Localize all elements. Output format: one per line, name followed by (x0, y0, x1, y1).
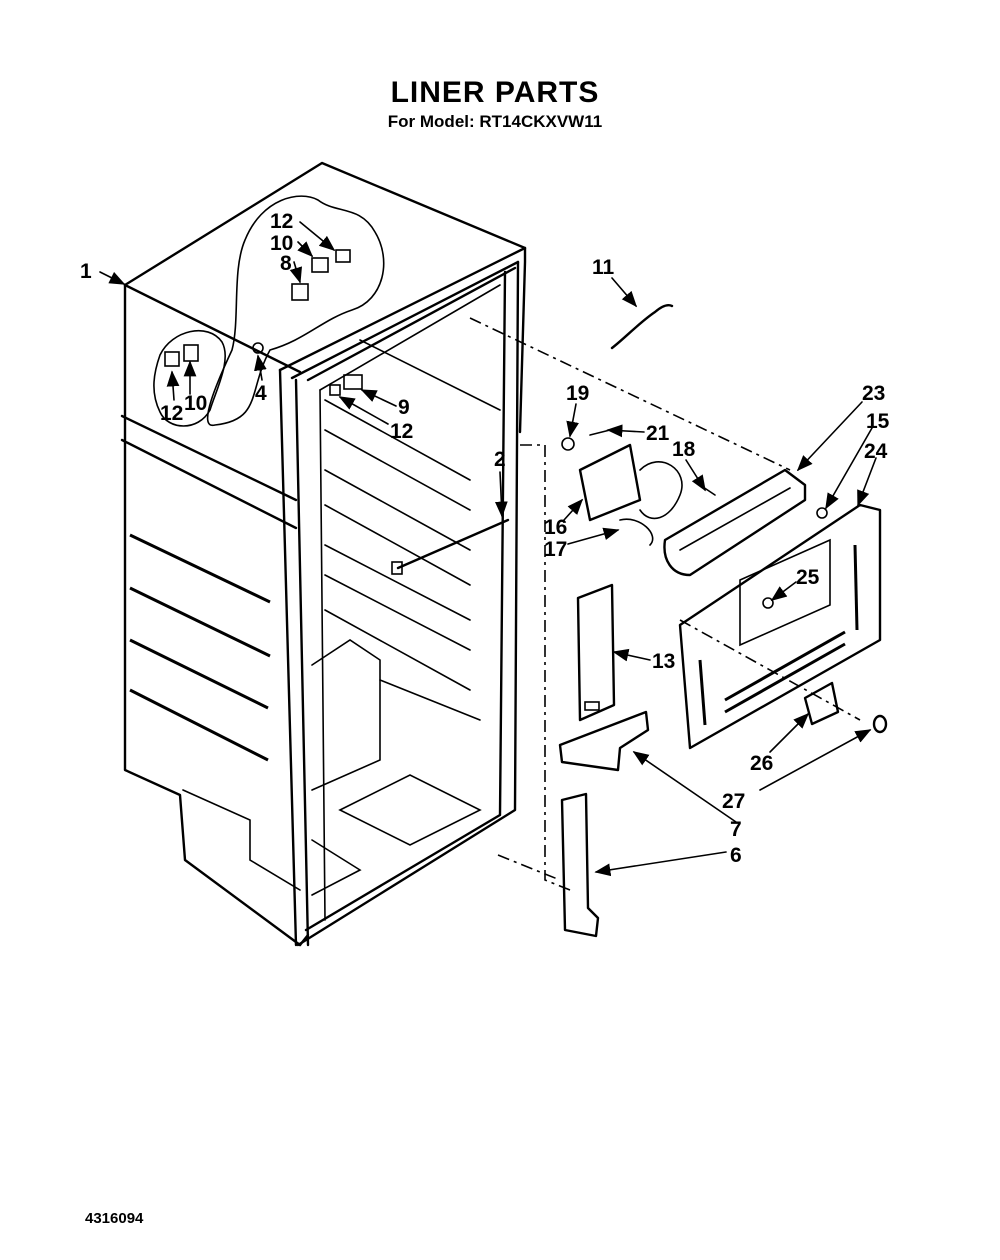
callout-label: 24 (864, 440, 888, 463)
model-subtitle: For Model: RT14CKXVW11 (387, 112, 603, 131)
callout-label: 21 (646, 422, 670, 445)
callout-label: 15 (866, 410, 890, 433)
assembly-line (469, 317, 791, 471)
callout-label: 6 (730, 844, 742, 867)
callout-label: 7 (730, 818, 742, 841)
callout-label: 26 (750, 752, 773, 775)
callout-labels: 1 12 10 8 4 12 10 9 12 2 11 19 21 18 16 … (80, 210, 890, 867)
callout-label: 10 (184, 392, 207, 415)
callout-label: 9 (398, 396, 410, 419)
callout-label: 23 (862, 382, 885, 405)
refrigerator-liner (120, 161, 527, 947)
light-cover-part (803, 681, 840, 726)
assembly-line (497, 854, 561, 881)
callout-label: 11 (592, 256, 615, 279)
callout-label: 16 (544, 516, 567, 539)
assembly-line (679, 619, 861, 721)
callout-label: 13 (652, 650, 675, 673)
callout-label: 2 (494, 448, 506, 471)
seal-part (558, 710, 650, 772)
assembly-line (520, 444, 571, 891)
callout-label: 25 (796, 566, 820, 589)
callout-label: 8 (280, 252, 292, 275)
callout-label: 10 (270, 232, 293, 255)
callout-leaders (99, 221, 877, 877)
callout-label: 1 (80, 260, 92, 283)
callout-label: 12 (160, 402, 183, 425)
plug-part (872, 714, 888, 734)
callout-label: 4 (255, 382, 267, 405)
wire-harness-part (610, 304, 674, 350)
duct-part (560, 792, 600, 938)
callout-label: 19 (566, 382, 589, 405)
callout-label: 12 (390, 420, 413, 443)
diagram-title: LINER PARTS (390, 76, 600, 109)
callout-label: 17 (544, 538, 567, 561)
callout-label: 18 (672, 438, 696, 461)
callout-label: 27 (722, 790, 745, 813)
air-duct-part (576, 583, 616, 722)
evaporator-cover-part (678, 503, 882, 750)
fan-shroud-part (663, 468, 828, 577)
document-number: 4316094 (85, 1210, 144, 1227)
callout-label: 12 (270, 210, 293, 233)
